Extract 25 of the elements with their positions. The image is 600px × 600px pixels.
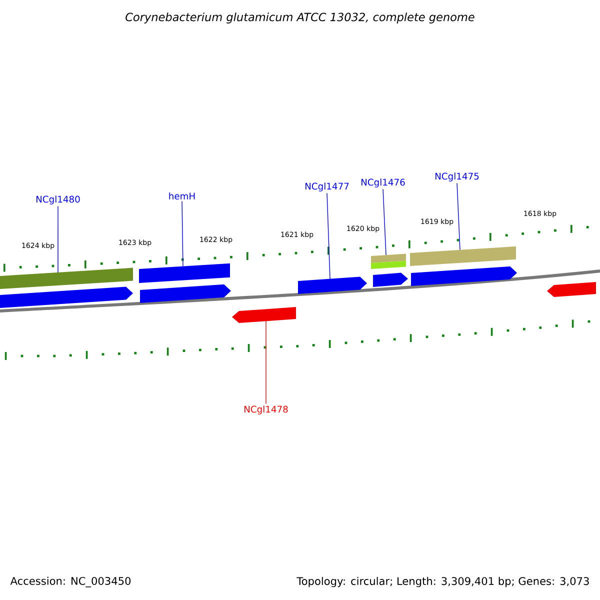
gene-label: hemH: [169, 192, 195, 200]
gene-bar: [371, 260, 406, 269]
gene-block: [0, 286, 133, 308]
gene-block: [411, 266, 517, 286]
leader-line: [182, 200, 184, 267]
gene-label: NCgl1475: [436, 172, 479, 182]
gene-label: NCgl1476: [362, 178, 405, 188]
gene-block: [298, 276, 367, 294]
gene-bar: [410, 246, 516, 266]
gene-label: NCgl1478: [244, 406, 288, 414]
gene-bar: [139, 263, 230, 283]
gene-block: [547, 282, 596, 297]
info-text: Accession: NC_003450: [10, 576, 131, 588]
gene-block: [140, 284, 231, 303]
gene-bar: [371, 254, 406, 263]
gene-bar: [0, 268, 133, 289]
info-text: Topology: circular; Length: 3,309,401 bp; Genes: 3,073: [296, 576, 589, 588]
gene-block: [373, 272, 408, 287]
leader-line: [456, 182, 460, 250]
gene-label: NCgl1480: [36, 196, 80, 204]
title: Corynebacterium glutamicum ATCC 13032, complete genome: [126, 12, 474, 24]
gene-block: [232, 307, 296, 323]
leader-line: [326, 192, 330, 280]
gene-label: NCgl1477: [306, 182, 349, 192]
leader-line: [382, 188, 386, 256]
